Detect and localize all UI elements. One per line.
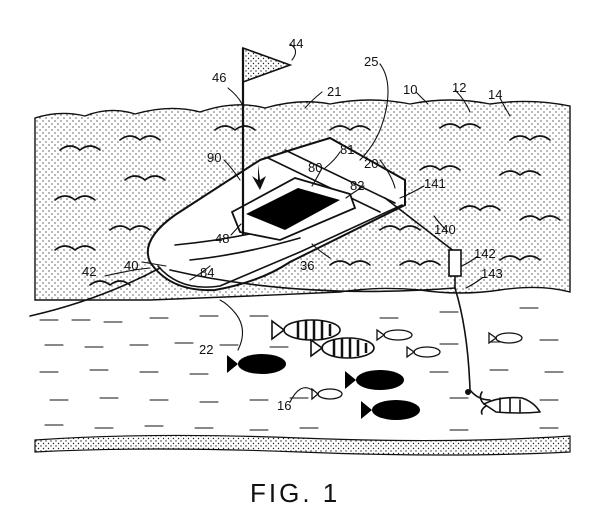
label-141: 141 — [424, 176, 446, 191]
fish — [271, 319, 341, 341]
fish — [406, 345, 441, 359]
label-40: 40 — [124, 258, 138, 273]
label-48: 48 — [215, 231, 229, 246]
fish — [361, 400, 420, 420]
label-16: 16 — [277, 398, 291, 413]
label-10: 10 — [403, 82, 417, 97]
label-14: 14 — [488, 87, 502, 102]
label-20: 20 — [364, 156, 378, 171]
tether-line — [169, 269, 456, 293]
label-90: 90 — [207, 150, 221, 165]
fish — [345, 370, 404, 390]
label-42: 42 — [82, 264, 96, 279]
figure-caption: FIG. 1 — [250, 478, 340, 508]
label-140: 140 — [434, 222, 456, 237]
tow-line — [29, 267, 161, 317]
label-82: 82 — [350, 178, 364, 193]
label-46: 46 — [212, 70, 226, 85]
wave-lines — [54, 123, 561, 286]
fish-school — [227, 319, 523, 420]
label-36: 36 — [300, 258, 314, 273]
arrow-pointer — [252, 164, 266, 190]
sea-floor — [34, 434, 571, 456]
fish — [376, 328, 413, 342]
shrimp-bait — [479, 391, 541, 415]
label-142: 142 — [474, 246, 496, 261]
label-21: 21 — [327, 84, 341, 99]
label-143: 143 — [481, 266, 503, 281]
label-44: 44 — [289, 36, 303, 51]
underwater-dashes — [39, 307, 564, 431]
reference-labels: 44 46 25 10 12 14 21 81 90 80 20 82 141 … — [82, 36, 503, 413]
fish — [227, 354, 286, 374]
leader-lines — [104, 43, 511, 403]
label-25: 25 — [364, 54, 378, 69]
line-weight — [465, 389, 471, 395]
solar-panel — [230, 177, 357, 241]
flag — [242, 46, 293, 84]
label-81: 81 — [340, 142, 354, 157]
label-84: 84 — [200, 265, 214, 280]
label-12: 12 — [452, 80, 466, 95]
fish — [311, 387, 343, 401]
fish — [310, 337, 375, 359]
bobber — [448, 249, 462, 277]
fish — [488, 331, 523, 345]
label-80: 80 — [308, 160, 322, 175]
label-22: 22 — [199, 342, 213, 357]
